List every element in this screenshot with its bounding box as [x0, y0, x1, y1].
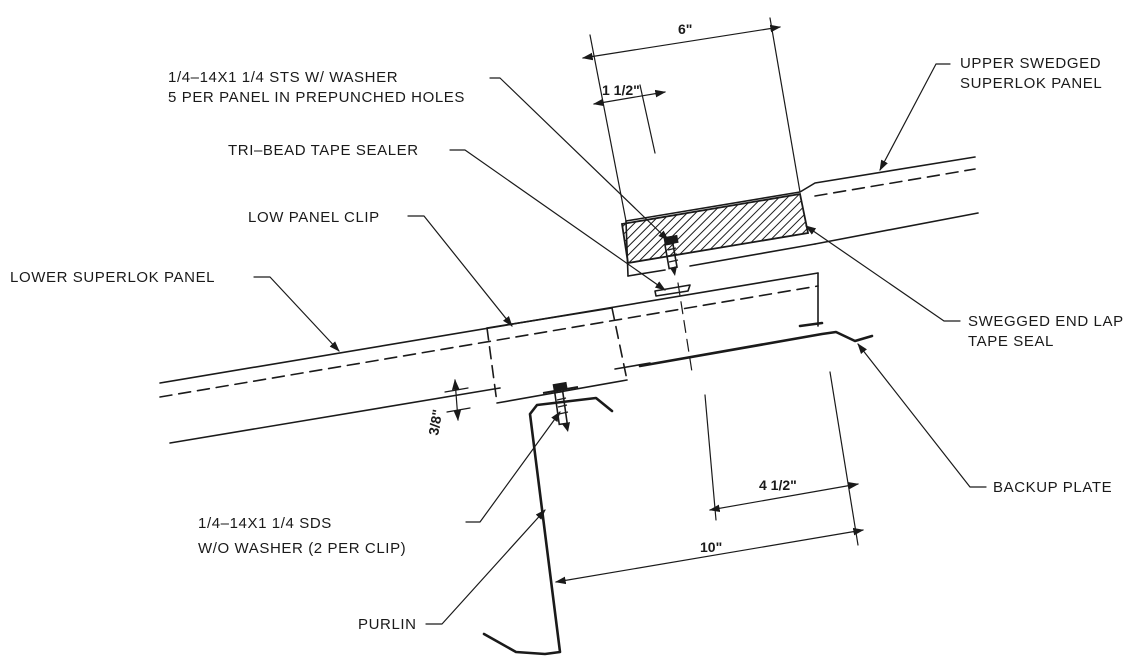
sds-fastener-icon — [542, 381, 579, 432]
label-lower-panel: LOWER SUPERLOK PANEL — [10, 269, 215, 286]
callout-end-lap: SWEGGED END LAP TAPE SEAL — [805, 225, 1124, 350]
dimension-clip-gap-label: 3/8" — [425, 408, 445, 436]
backup-plate — [638, 321, 874, 368]
callout-sds-fastener: 1/4–14X1 1/4 SDS W/O WASHER (2 PER CLIP) — [198, 411, 561, 557]
label-sts-fastener-line1: 1/4–14X1 1/4 STS W/ WASHER — [168, 69, 398, 86]
callout-lower-panel: LOWER SUPERLOK PANEL — [10, 269, 340, 352]
end-lap-tape-seal — [620, 192, 810, 265]
callout-upper-panel: UPPER SWEDGED SUPERLOK PANEL — [879, 55, 1102, 171]
label-upper-panel-line2: SUPERLOK PANEL — [960, 75, 1102, 92]
label-backup-plate: BACKUP PLATE — [993, 479, 1112, 496]
fastener-centerline — [677, 282, 693, 373]
callout-purlin: PURLIN — [358, 509, 546, 633]
dimension-overlap: 6" — [581, 17, 801, 222]
sts-fastener-icon — [663, 234, 679, 276]
dimension-fastener-offset-label: 1 1/2" — [602, 82, 640, 98]
label-end-lap-line2: TAPE SEAL — [968, 333, 1054, 350]
dimension-backup-length-label: 10" — [700, 539, 722, 555]
callout-panel-clip: LOW PANEL CLIP — [248, 209, 513, 327]
label-end-lap-line1: SWEGGED END LAP — [968, 313, 1124, 330]
dimension-overlap-label: 6" — [678, 21, 692, 37]
label-purlin: PURLIN — [358, 616, 417, 633]
label-sds-fastener-line2: W/O WASHER (2 PER CLIP) — [198, 540, 406, 557]
callout-sts-fastener: 1/4–14X1 1/4 STS W/ WASHER 5 PER PANEL I… — [168, 69, 669, 241]
callout-tape-sealer: TRI–BEAD TAPE SEALER — [228, 142, 666, 291]
label-sts-fastener-line2: 5 PER PANEL IN PREPUNCHED HOLES — [168, 89, 465, 106]
dimension-fastener-offset: 1 1/2" — [592, 82, 667, 154]
callout-backup-plate: BACKUP PLATE — [857, 343, 1112, 496]
lower-superlok-panel — [159, 272, 819, 444]
upper-swedged-superlok-panel — [625, 156, 979, 277]
dimension-clip-gap: 3/8" — [425, 378, 471, 437]
label-upper-panel-line1: UPPER SWEDGED — [960, 55, 1101, 72]
purlin — [482, 396, 614, 656]
dimension-backup-offset-label: 4 1/2" — [759, 477, 797, 493]
dimension-backup-offset: 4 1/2" — [704, 371, 860, 546]
dimension-backup-length: 10" — [554, 527, 865, 585]
label-sds-fastener-line1: 1/4–14X1 1/4 SDS — [198, 515, 332, 532]
label-tape-sealer: TRI–BEAD TAPE SEALER — [228, 142, 419, 159]
label-panel-clip: LOW PANEL CLIP — [248, 209, 380, 226]
